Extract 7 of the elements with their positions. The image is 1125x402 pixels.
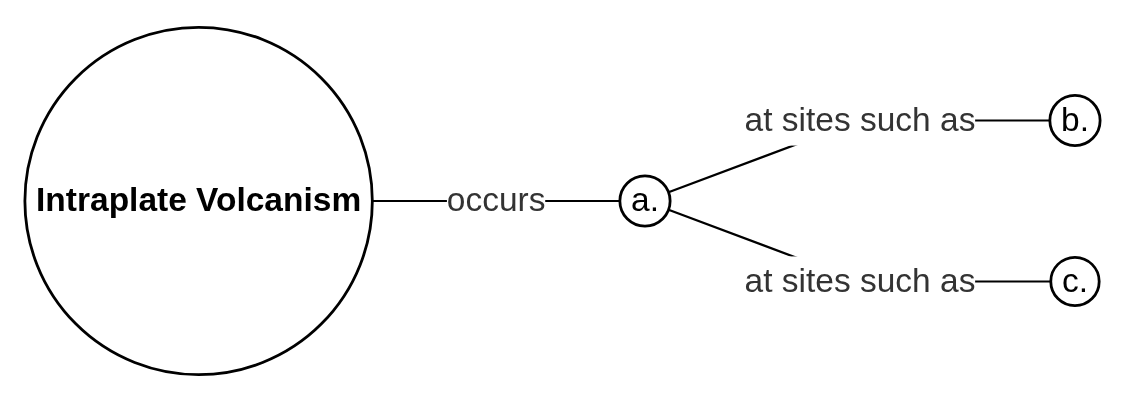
node-circle: Intraplate Volcanism	[23, 25, 374, 377]
edge-label: occurs	[446, 181, 546, 219]
node-circle: a.	[618, 174, 672, 228]
node-circle: c.	[1049, 255, 1101, 308]
edge-label: at sites such as	[744, 261, 976, 300]
edge-label: at sites such as	[744, 100, 976, 139]
node-circle: b.	[1048, 93, 1102, 148]
